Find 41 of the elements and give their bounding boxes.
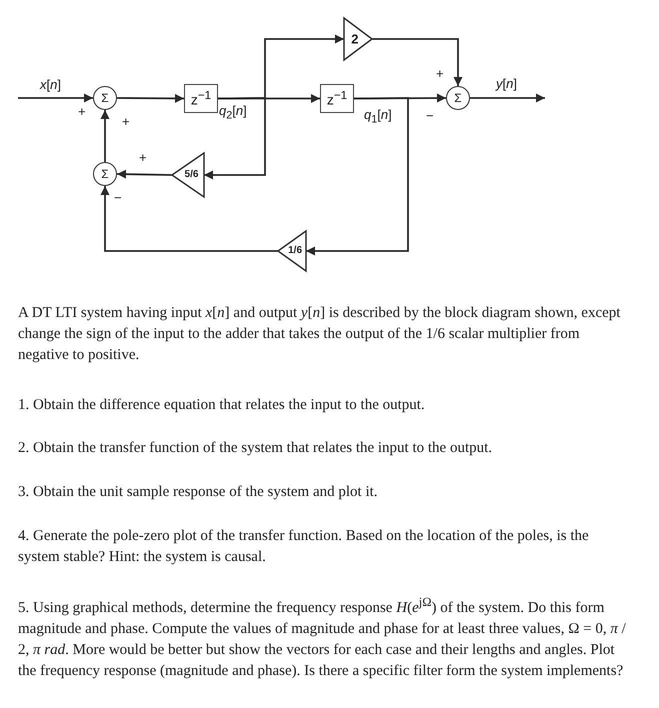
sign-label: +	[139, 150, 147, 165]
arrow	[204, 97, 266, 180]
delay-block	[184, 84, 218, 113]
sum-symbol: Σ	[454, 91, 462, 105]
sum-symbol: Σ	[101, 167, 109, 181]
sign-label: +	[78, 104, 86, 119]
arrow	[18, 94, 93, 102]
sign-label: +	[122, 114, 130, 129]
question-text: 1. Obtain the difference equation that relates the input to the output.	[18, 396, 426, 415]
gain-value: 5/6	[184, 170, 200, 180]
signal-label: q$_{1}$[n]	[364, 107, 392, 126]
delay-label: z$^{−1}$	[190, 89, 212, 108]
edge-label: y[n]	[496, 76, 517, 91]
arrow	[116, 170, 172, 179]
sign-label: +	[436, 66, 444, 81]
signal-label: q$_{2}$[n]	[219, 103, 247, 122]
sign-label: −	[114, 190, 122, 205]
arrow	[306, 97, 409, 256]
arrow	[470, 94, 545, 102]
adder-circle	[93, 86, 117, 110]
question-text: 4. Generate the pole-zero plot of the transfer function. Based on the location of the poles, is the system stable? Hint: the system is causal.	[18, 527, 590, 567]
sum-symbol: Σ	[101, 91, 109, 105]
gain-triangle	[172, 153, 204, 197]
question-text: A DT LTI system having input x[n] and output y[n] is described by the block diagram shown, except change the sign of the input to the adder that takes the output of the 1/6 scalar multiplier from negative to positive.	[18, 304, 622, 365]
arrow	[100, 186, 278, 252]
gain-triangle	[278, 231, 306, 271]
gain-value: 1/6	[287, 246, 304, 256]
arrow	[100, 110, 110, 162]
delay-block	[320, 84, 354, 113]
sign-label: −	[426, 108, 434, 123]
arrow	[372, 38, 462, 86]
edge-label: x[n]	[40, 77, 61, 92]
gain-triangle	[344, 18, 372, 60]
arrow	[117, 94, 184, 103]
question-text: 2. Obtain the transfer function of the system that relates the input to the output.	[18, 439, 494, 458]
delay-label: z$^{−1}$	[326, 89, 348, 108]
question-text: 5. Using graphical methods, determine the frequency response H(e$^{jΩ}$) of the system. Do this form magnitude and phase. Compute the values of magnitude and phase for at least three values, Ω = 0, π / 2, π rad. More would be better but show the vectors for each case and their lengths and angles. Plot the frequency response (magnitude and phase). Is there a specific filter form the system implements?	[18, 594, 627, 681]
adder-circle	[446, 86, 470, 110]
question-text: 3. Obtain the unit sample response of the system and plot it.	[18, 483, 379, 502]
gain-value: 2	[350, 32, 360, 46]
adder-circle	[93, 162, 117, 186]
